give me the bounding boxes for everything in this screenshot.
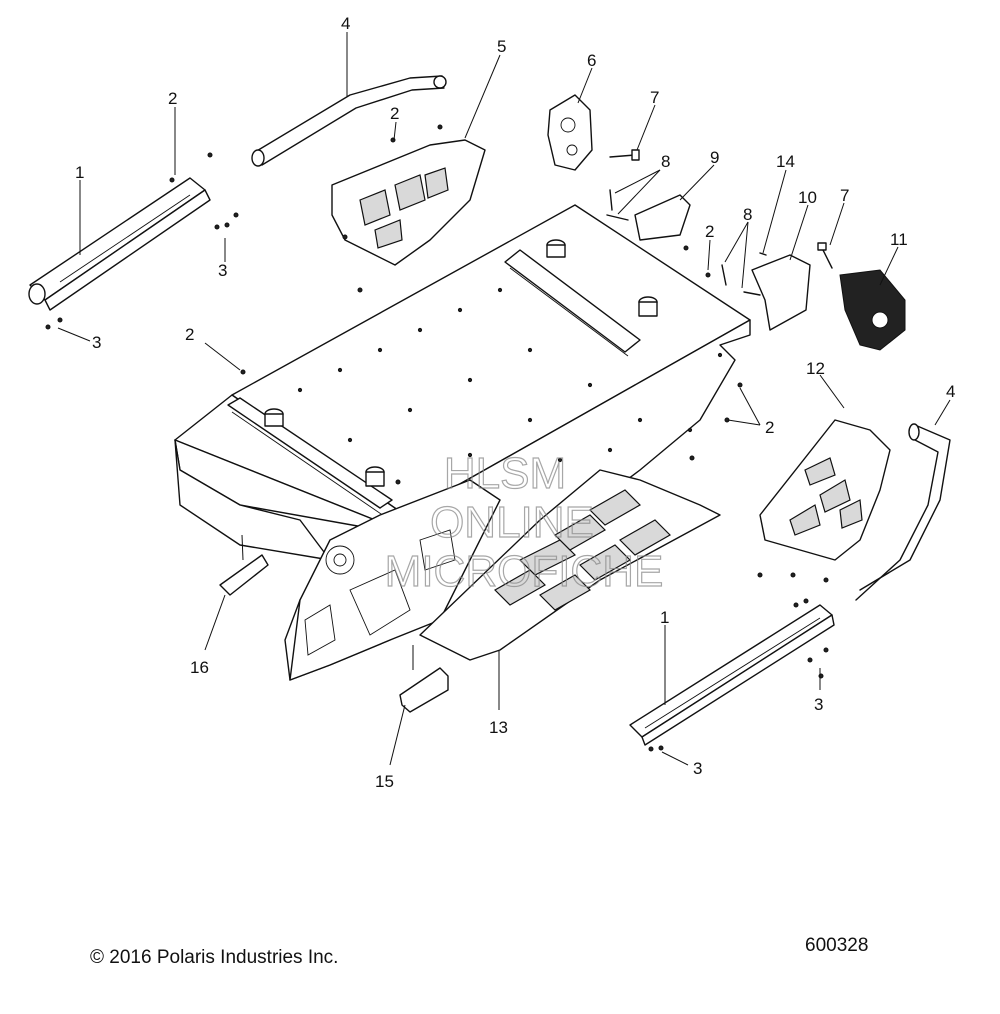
callout-2: 2	[765, 418, 774, 437]
leader-lines	[57, 32, 951, 766]
bracket-6	[547, 94, 593, 171]
fasteners	[45, 124, 829, 752]
callout-2: 2	[390, 104, 399, 123]
figure-number: 600328	[805, 935, 869, 956]
callout-13: 13	[489, 718, 508, 737]
watermark-line1: HLSM	[444, 449, 566, 498]
brace-16	[219, 554, 269, 596]
watermark-line2: ONLINE	[430, 498, 594, 547]
watermark: HLSM ONLINE MICROFICHE	[384, 448, 664, 596]
screw-14	[759, 252, 767, 256]
skid-plate-13	[419, 469, 721, 661]
footrest-panel-5	[331, 139, 486, 266]
grab-bar-4-right	[855, 423, 951, 601]
callout-3: 3	[92, 333, 101, 352]
callout-3: 3	[693, 759, 702, 778]
plate-9	[634, 194, 691, 241]
deck-rivets	[297, 287, 723, 463]
callout-7: 7	[840, 186, 849, 205]
callout-12: 12	[806, 359, 825, 378]
callout-3: 3	[814, 695, 823, 714]
plate-10	[751, 254, 811, 331]
callout-14: 14	[776, 152, 795, 171]
callout-10: 10	[798, 188, 817, 207]
callout-5: 5	[497, 37, 506, 56]
callout-3: 3	[218, 261, 227, 280]
grab-bar-4-top	[251, 75, 447, 167]
callout-2: 2	[705, 222, 714, 241]
callout-1: 1	[660, 608, 669, 627]
tunnel-assembly	[174, 204, 751, 681]
bolt-7-a	[609, 149, 640, 161]
copyright-notice: © 2016 Polaris Industries Inc.	[90, 947, 339, 968]
callout-15: 15	[375, 772, 394, 791]
callout-8: 8	[661, 152, 670, 171]
callout-9: 9	[710, 148, 719, 167]
callout-16: 16	[190, 658, 209, 677]
watermark-line3: MICROFICHE	[385, 547, 664, 596]
callout-4: 4	[341, 14, 350, 33]
brace-15	[399, 667, 449, 713]
callout-1: 1	[75, 163, 84, 182]
callout-2: 2	[185, 325, 194, 344]
callout-11: 11	[890, 230, 908, 249]
bolt-8-a	[606, 189, 629, 221]
callout-labels: 1 2 3 3 4 5 2 6 7 8 9 14 10 7 11 8 2 2 2…	[75, 14, 955, 791]
footrest-panel-12	[759, 419, 891, 561]
callout-6: 6	[587, 51, 596, 70]
bracket-11	[839, 269, 906, 351]
running-board-rail-1-left	[28, 177, 211, 311]
bolt-7-b	[817, 242, 833, 269]
callout-8: 8	[743, 205, 752, 224]
callout-2: 2	[168, 89, 177, 108]
running-board-rail-1-right	[629, 604, 835, 746]
callout-4: 4	[946, 382, 955, 401]
callout-7: 7	[650, 88, 659, 107]
bolt-8-b	[721, 264, 761, 296]
